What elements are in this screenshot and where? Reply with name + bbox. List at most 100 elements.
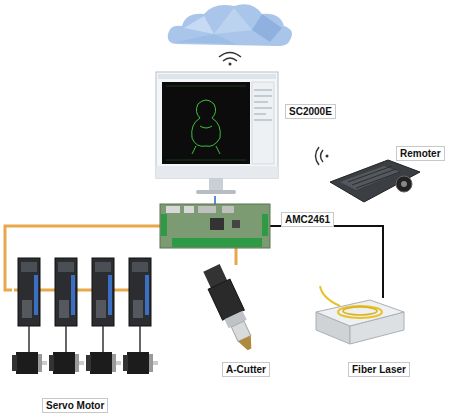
- servo-unit: [123, 258, 158, 374]
- panel-lines: [254, 90, 272, 120]
- device-label: Fiber Laser: [348, 362, 410, 377]
- terminal-block: [172, 238, 262, 247]
- cutting-head: [201, 263, 261, 355]
- cloud-facet: [184, 16, 214, 34]
- motor-encoder: [12, 355, 17, 371]
- handwheel-hub: [401, 181, 407, 187]
- motor-cable: [139, 326, 141, 352]
- monitor-frame: [156, 72, 278, 178]
- servo-drive: [55, 258, 77, 326]
- cable-connector: [236, 248, 237, 265]
- drive-display: [132, 262, 148, 272]
- motor-body: [90, 352, 112, 374]
- handwheel: [396, 176, 412, 192]
- cable-line: [235, 248, 238, 265]
- monitor-node: SC2000E: [156, 70, 278, 196]
- servo-drive: [92, 258, 114, 326]
- cutter-node: A-Cutter: [200, 265, 260, 357]
- drive-strip: [145, 275, 149, 315]
- board-pcb: [160, 204, 270, 248]
- motor-cable: [28, 326, 30, 352]
- head-nozzle: [238, 336, 256, 353]
- monitor-base: [196, 190, 236, 194]
- drive-strip: [34, 275, 38, 315]
- motor-flange: [38, 354, 42, 372]
- board-chip: [210, 218, 224, 230]
- cad-drawing: [192, 100, 221, 154]
- terminal-block: [262, 214, 268, 236]
- motor-encoder: [86, 355, 91, 371]
- screen-grid: [166, 86, 246, 160]
- monitor-toolbar: [158, 74, 276, 79]
- monitor-chin: [156, 166, 278, 178]
- motor-body: [53, 352, 75, 374]
- device-label: Remoter: [396, 146, 445, 161]
- cloud-icon: [168, 4, 292, 46]
- servo-unit: [12, 258, 47, 374]
- device-label: Servo Motor: [42, 398, 108, 413]
- motor-flange: [112, 354, 116, 372]
- motor-shaft: [42, 361, 47, 365]
- cable-line: [270, 226, 383, 298]
- servo-drive: [18, 258, 40, 326]
- fiber-laser-source: [316, 286, 404, 344]
- drive-connector: [96, 300, 106, 318]
- monitor: [156, 72, 278, 194]
- motor-encoder: [123, 355, 128, 371]
- motor-encoder: [49, 355, 54, 371]
- fiber-cable: [320, 286, 340, 306]
- servo-unit: [49, 258, 84, 374]
- motor-body: [16, 352, 38, 374]
- controller-board: [160, 204, 270, 248]
- monitor-panel: [252, 82, 274, 164]
- monitor-stand: [209, 178, 223, 192]
- motor-shaft: [79, 361, 84, 365]
- servo-node: Servo Motor: [12, 255, 152, 377]
- controller-node: AMC2461: [160, 204, 270, 248]
- wifi-dot: [229, 63, 232, 66]
- motor-cable: [65, 326, 67, 352]
- device-label: A-Cutter: [222, 362, 270, 377]
- drive-strip: [71, 275, 75, 315]
- wifi-icon: [219, 53, 241, 66]
- cable-connector: [270, 226, 383, 298]
- cable-line: [214, 196, 216, 204]
- device-label: AMC2461: [281, 212, 334, 227]
- motor-cable: [102, 326, 104, 352]
- drive-display: [58, 262, 74, 272]
- board-port: [184, 206, 194, 213]
- drive-connector: [59, 300, 69, 318]
- pendant-node: Remoter: [318, 160, 422, 208]
- drive-display: [21, 262, 37, 272]
- cable-connector: [215, 196, 216, 204]
- board-port: [198, 206, 216, 213]
- cloud-facet: [252, 14, 282, 42]
- key-rows: [348, 166, 400, 188]
- device-label: SC2000E: [285, 104, 336, 119]
- cloud-facet: [214, 8, 252, 34]
- motor-shaft: [116, 361, 121, 365]
- board-chip: [232, 220, 240, 228]
- wireless-icon: [316, 147, 324, 165]
- wireless-dot: [326, 155, 329, 158]
- motor-body: [127, 352, 149, 374]
- motor-shaft: [153, 361, 158, 365]
- board-port: [166, 206, 180, 213]
- laser-node: Fiber Laser: [314, 298, 406, 346]
- pendant-body: [330, 160, 420, 202]
- monitor-screen: [162, 82, 250, 164]
- drive-strip: [108, 275, 112, 315]
- motor-flange: [75, 354, 79, 372]
- cloud-facet: [176, 34, 236, 44]
- motor-flange: [149, 354, 153, 372]
- fiber-coil: [338, 306, 382, 318]
- pendant-keys: [340, 166, 400, 190]
- drive-connector: [22, 300, 32, 318]
- board-port: [222, 206, 234, 213]
- wifi-arc: [219, 53, 241, 58]
- servo-drives: [12, 258, 158, 374]
- cloud-shape: [168, 4, 292, 46]
- servo-drive: [129, 258, 151, 326]
- drive-display: [95, 262, 111, 272]
